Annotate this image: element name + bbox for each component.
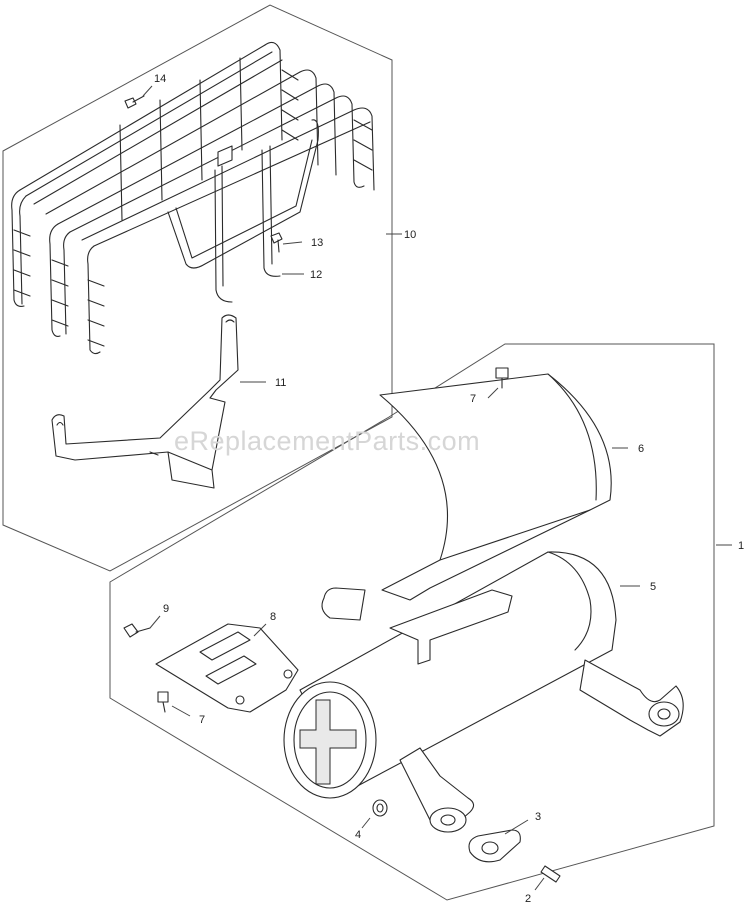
callout-9: 9 (163, 603, 169, 615)
callout-1: 1 (738, 540, 744, 552)
stud-7-top (495, 367, 509, 389)
callout-7-lower: 7 (199, 714, 205, 726)
wire-guard (11, 41, 375, 355)
callout-5: 5 (650, 581, 656, 593)
callout-12: 12 (310, 269, 322, 281)
bolt-14 (124, 95, 145, 109)
muffler (283, 551, 684, 833)
callout-14: 14 (154, 73, 166, 85)
callout-6: 6 (638, 443, 644, 455)
guard-assembly-box (2, 4, 393, 572)
exhaust-gasket (468, 829, 521, 863)
bolt-13 (270, 232, 283, 253)
callout-8: 8 (270, 611, 276, 623)
bolt-9 (123, 623, 151, 638)
callout-11: 11 (275, 377, 286, 389)
callout-3: 3 (535, 811, 541, 823)
callout-2: 2 (525, 893, 531, 905)
mounting-plate (155, 623, 299, 713)
callout-10: 10 (404, 229, 416, 241)
watermark-text: eReplacementParts.com (174, 426, 480, 456)
callout-7-top: 7 (470, 393, 476, 405)
heat-shield (379, 373, 612, 601)
nut-4 (372, 799, 388, 817)
stud-2 (540, 865, 561, 883)
callout-13: 13 (311, 237, 323, 249)
mounting-bracket (51, 314, 239, 489)
stud-7-lower (157, 691, 169, 713)
callout-4: 4 (355, 829, 361, 841)
